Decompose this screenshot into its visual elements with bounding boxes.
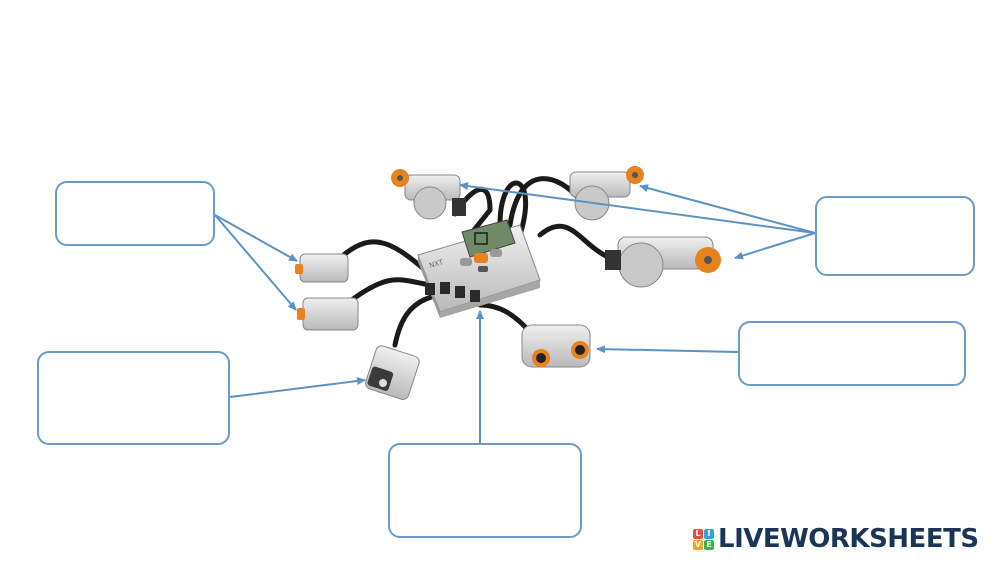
nxt-brick: NXT — [417, 219, 541, 318]
answer-box-motors[interactable] — [815, 196, 975, 276]
answer-box-ultrasonic-sensor[interactable] — [738, 321, 966, 386]
touch-sensor-1 — [295, 253, 349, 283]
touch-sensor-2 — [297, 297, 359, 331]
liveworksheets-brand: L I V E LIVEWORKSHEETS — [693, 524, 979, 554]
logo-letter: L — [693, 528, 703, 539]
motor-top-left — [391, 169, 466, 220]
logo-letter: V — [693, 539, 703, 550]
arrow-motor-right — [734, 232, 816, 260]
light-sensor — [365, 345, 420, 400]
answer-box-nxt-brick[interactable] — [388, 443, 582, 538]
arrow-ultrasonic — [596, 345, 739, 354]
arrow-motor-top-left — [459, 182, 816, 234]
arrow-light — [229, 377, 366, 398]
arrow-touch-2 — [214, 214, 297, 311]
motor-right — [605, 236, 721, 288]
liveworksheets-logo-icon: L I V E — [693, 528, 714, 550]
logo-letter: E — [704, 539, 714, 550]
arrow-touch-1 — [214, 214, 298, 262]
brand-name: LIVEWORKSHEETS — [718, 524, 979, 554]
arrows — [214, 182, 816, 443]
motor-top-right — [569, 166, 644, 221]
arrow-motor-top-right — [639, 184, 816, 234]
answer-box-light-sensor[interactable] — [37, 351, 230, 445]
brick-side-label: NXT — [428, 258, 445, 270]
logo-letter: I — [704, 528, 714, 539]
ultrasonic-sensor — [521, 324, 591, 368]
answer-box-touch-sensors[interactable] — [55, 181, 215, 246]
